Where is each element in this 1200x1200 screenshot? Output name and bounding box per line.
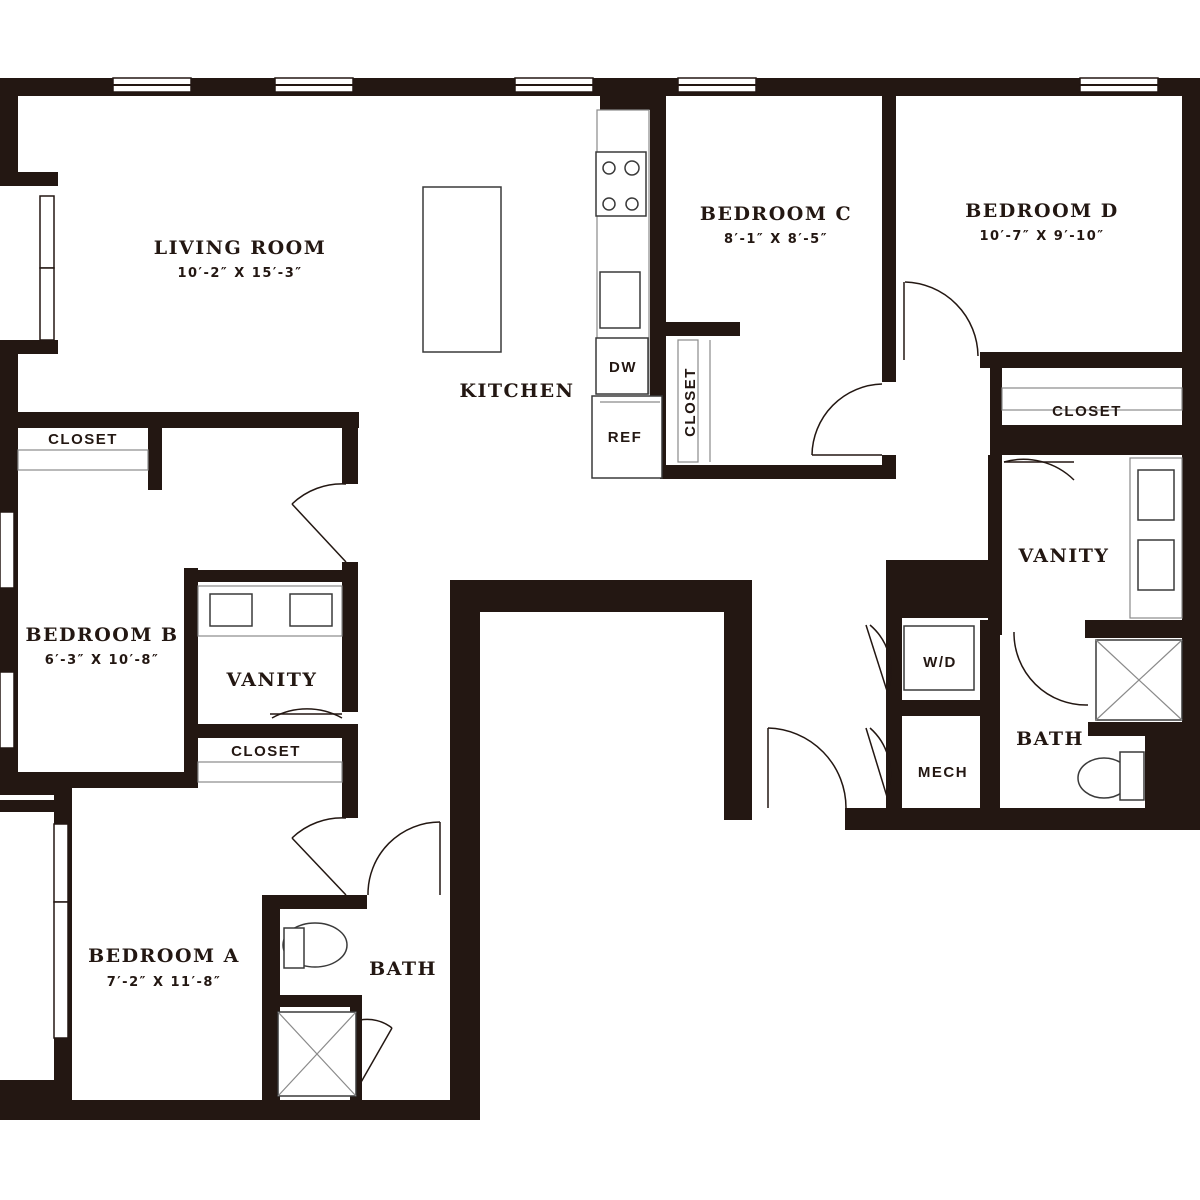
- bath-right-label: BATH: [1016, 728, 1084, 750]
- dishwasher-label: DW: [609, 359, 637, 376]
- closet-d-label: CLOSET: [1052, 403, 1122, 420]
- kitchen-sink: [599, 271, 641, 329]
- bedroom-c-dims: 8′-1″ X 8′-5″: [724, 232, 828, 247]
- bedroom-d-label: BEDROOM D: [965, 200, 1119, 222]
- closet-c-label: CLOSET: [682, 367, 699, 437]
- kitchen-island: [422, 186, 502, 353]
- washer-dryer: [903, 625, 975, 691]
- dishwasher: [595, 337, 649, 395]
- window: [53, 901, 69, 1039]
- bedroom-a-dims: 7′-2″ X 11′-8″: [107, 975, 222, 990]
- vanity-sink: [289, 593, 333, 627]
- bedroom-b-label: BEDROOM B: [25, 624, 178, 646]
- bath-left-label: BATH: [369, 958, 437, 980]
- living-room-label: LIVING ROOM: [154, 237, 327, 259]
- window: [39, 195, 55, 269]
- bedroom-c-label: BEDROOM C: [700, 203, 852, 225]
- window: [0, 511, 15, 589]
- window: [0, 671, 15, 749]
- bedroom-b-dims: 6′-3″ X 10′-8″: [45, 653, 160, 668]
- kitchen-label: KITCHEN: [460, 380, 575, 402]
- bedroom-a-label: BEDROOM A: [88, 945, 240, 967]
- kitchen-fixtures: [422, 109, 663, 479]
- window: [39, 267, 55, 341]
- closet-b-label: CLOSET: [48, 431, 118, 448]
- vanity-left-label: VANITY: [226, 669, 318, 691]
- refrigerator-label: REF: [608, 429, 643, 446]
- vanity-sink: [209, 593, 253, 627]
- window: [53, 823, 69, 903]
- vanity-right-label: VANITY: [1018, 545, 1110, 567]
- living-room-dims: 10′-2″ X 15′-3″: [177, 266, 302, 281]
- refrigerator: [591, 395, 663, 479]
- doors: [270, 281, 1089, 1085]
- walls: [0, 78, 1200, 1120]
- washer-dryer-label: W/D: [923, 654, 957, 671]
- windows: [0, 77, 1159, 1039]
- bedroom-d-dims: 10′-7″ X 9′-10″: [979, 229, 1104, 244]
- vanity-sink: [1137, 469, 1175, 521]
- closet-shelves: [17, 339, 1183, 783]
- bath-fixtures: [197, 457, 1183, 1097]
- mech-label: MECH: [918, 764, 968, 781]
- closet-a-label: CLOSET: [231, 743, 301, 760]
- vanity-sink: [1137, 539, 1175, 591]
